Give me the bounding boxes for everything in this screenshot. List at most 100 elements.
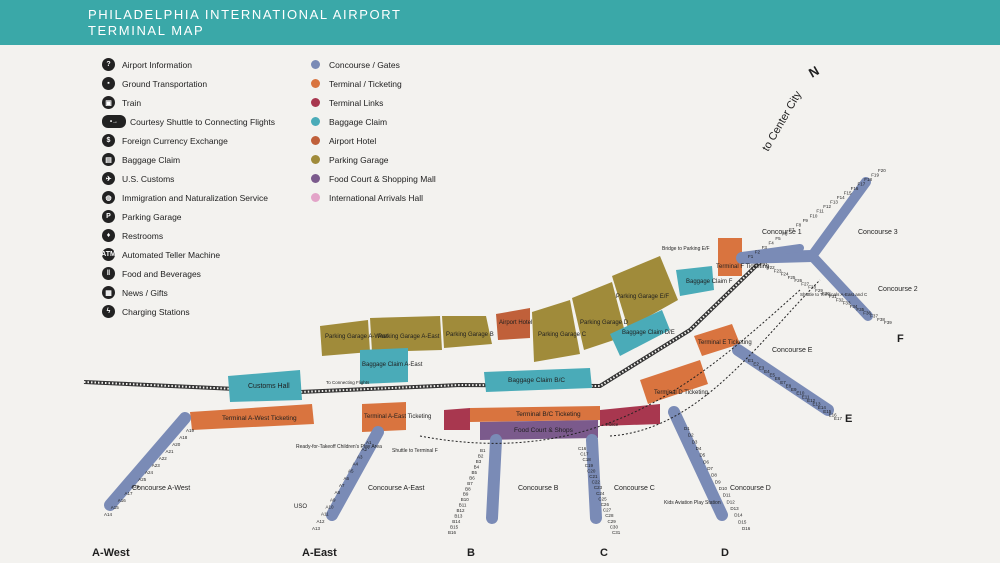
gate-label: D12 [727, 499, 736, 504]
svg-text:Baggage Claim D/E: Baggage Claim D/E [622, 330, 675, 336]
direction-indicator: to Center City N [760, 63, 821, 154]
gate-label: A9 [330, 497, 336, 502]
terminal-link [600, 404, 660, 426]
legend-label: Foreign Currency Exchange [122, 135, 228, 146]
gate-label: F13 [830, 200, 838, 205]
customs-icon: ✈ [102, 172, 115, 185]
terminal-a-east [362, 402, 406, 432]
baggage-claim-de [610, 310, 670, 356]
gate-label: F25 [788, 275, 796, 280]
gate-label: A5 [348, 469, 354, 474]
concourse-f-south [807, 251, 873, 321]
gate-label: C22 [592, 480, 601, 485]
legend-item: ▦ News / Gifts [102, 283, 275, 302]
terminal-f [718, 238, 742, 276]
gate-label: D14 [734, 513, 743, 518]
restrooms-icon: ♦ [102, 229, 115, 242]
gate-label: B2 [478, 454, 484, 459]
gate-label: C29 [608, 519, 617, 524]
legend-label: Concourse / Gates [329, 59, 400, 70]
gate-label: E9 [791, 387, 797, 392]
gate-label: A11 [321, 512, 329, 517]
gate-label: E10 [796, 391, 805, 396]
svg-text:Terminal D Ticketing: Terminal D Ticketing [654, 390, 708, 396]
gate-label: B3 [476, 459, 482, 464]
gate-label: C30 [610, 524, 619, 529]
gate-label: A4 [353, 462, 359, 467]
legend-label: Restrooms [122, 230, 164, 241]
gate-label: F17 [858, 182, 866, 187]
gate-label: F3 [762, 245, 768, 250]
gate-label: A13 [312, 526, 321, 531]
info-icon: ? [102, 58, 115, 71]
legend-label: Parking Garage [329, 154, 389, 165]
svg-text:Terminal F Ticketing: Terminal F Ticketing [716, 264, 769, 270]
legend-label: International Arrivals Hall [329, 192, 424, 203]
gate-label: D5 [700, 453, 706, 458]
gate-label: A16 [118, 498, 127, 503]
gate-label: F33 [843, 301, 851, 306]
svg-text:Police: Police [606, 422, 619, 427]
legend-swatch [311, 79, 320, 88]
concourse-a-west [104, 412, 191, 511]
gate-label: A8 [335, 490, 341, 495]
gate-label: A6 [344, 476, 350, 481]
svg-text:Concourse 1: Concourse 1 [762, 229, 802, 236]
svg-text:Terminal B/C Ticketing: Terminal B/C Ticketing [516, 411, 581, 418]
gate-label: D15 [738, 519, 747, 524]
gate-label: E5 [770, 373, 776, 378]
legend-swatch [311, 193, 320, 202]
parking-garage-a-west [320, 320, 370, 356]
shuttle-icon: •→ [102, 115, 126, 128]
concourse-labels: Concourse A-West Concourse A-East Concou… [132, 229, 918, 492]
news-icon: ▦ [102, 286, 115, 299]
gate-label: C27 [603, 508, 612, 513]
gate-label: F18 [864, 177, 872, 182]
legend-item: ▪Ground Transportation [102, 74, 275, 93]
legend-item: ◍Immigration and Naturalization Service [102, 188, 275, 207]
gate-label: F24 [781, 272, 789, 277]
svg-text:Food Court & Shops: Food Court & Shops [514, 427, 574, 434]
gate-label: F28 [808, 285, 816, 290]
svg-text:Parking Garage A-West: Parking Garage A-West [325, 334, 388, 340]
gate-label: F21 [760, 262, 768, 267]
gate-label: F35 [856, 307, 864, 312]
svg-text:Concourse A-West: Concourse A-West [132, 485, 190, 492]
legend-label: Airport Information [122, 59, 192, 70]
terminal-bc [470, 406, 600, 422]
legend-item: ▤Baggage Claim [102, 150, 275, 169]
legend-label: News / Gifts [122, 287, 168, 298]
gate-label: A25 [138, 477, 147, 482]
concourse-b [486, 434, 502, 524]
concourse-letters: A-West A-East B C D E F [92, 333, 904, 559]
gate-label: A23 [152, 463, 161, 468]
gate-label: F7 [789, 227, 795, 232]
svg-text:Parking Garage B: Parking Garage B [446, 332, 494, 338]
gate-label: F20 [878, 168, 886, 173]
concourse-d [668, 406, 728, 521]
gate-label: C17 [580, 452, 589, 457]
terminals [190, 238, 742, 432]
charging-icon: ϟ [102, 305, 115, 318]
north-arrow-icon: N [806, 63, 822, 81]
gate-label: A1 [366, 440, 372, 445]
svg-text:To Connecting Flights: To Connecting Flights [326, 380, 370, 385]
gate-label: F22 [767, 265, 775, 270]
gate-label: F9 [803, 218, 809, 223]
concourse-e [732, 344, 834, 416]
concourses [104, 177, 873, 524]
gate-label: D11 [723, 493, 731, 498]
gate-label: A10 [326, 505, 335, 510]
gate-label: C24 [596, 491, 605, 496]
gate-label: D1 [684, 426, 690, 431]
gate-label: B6 [469, 475, 475, 480]
gate-label: E3 [759, 365, 765, 370]
gate-label: D10 [719, 486, 728, 491]
legend-label: Automated Teller Machine [122, 249, 221, 260]
gate-label: E14 [818, 405, 827, 410]
concourse-a-east [326, 426, 384, 521]
gate-label: B10 [461, 497, 470, 502]
